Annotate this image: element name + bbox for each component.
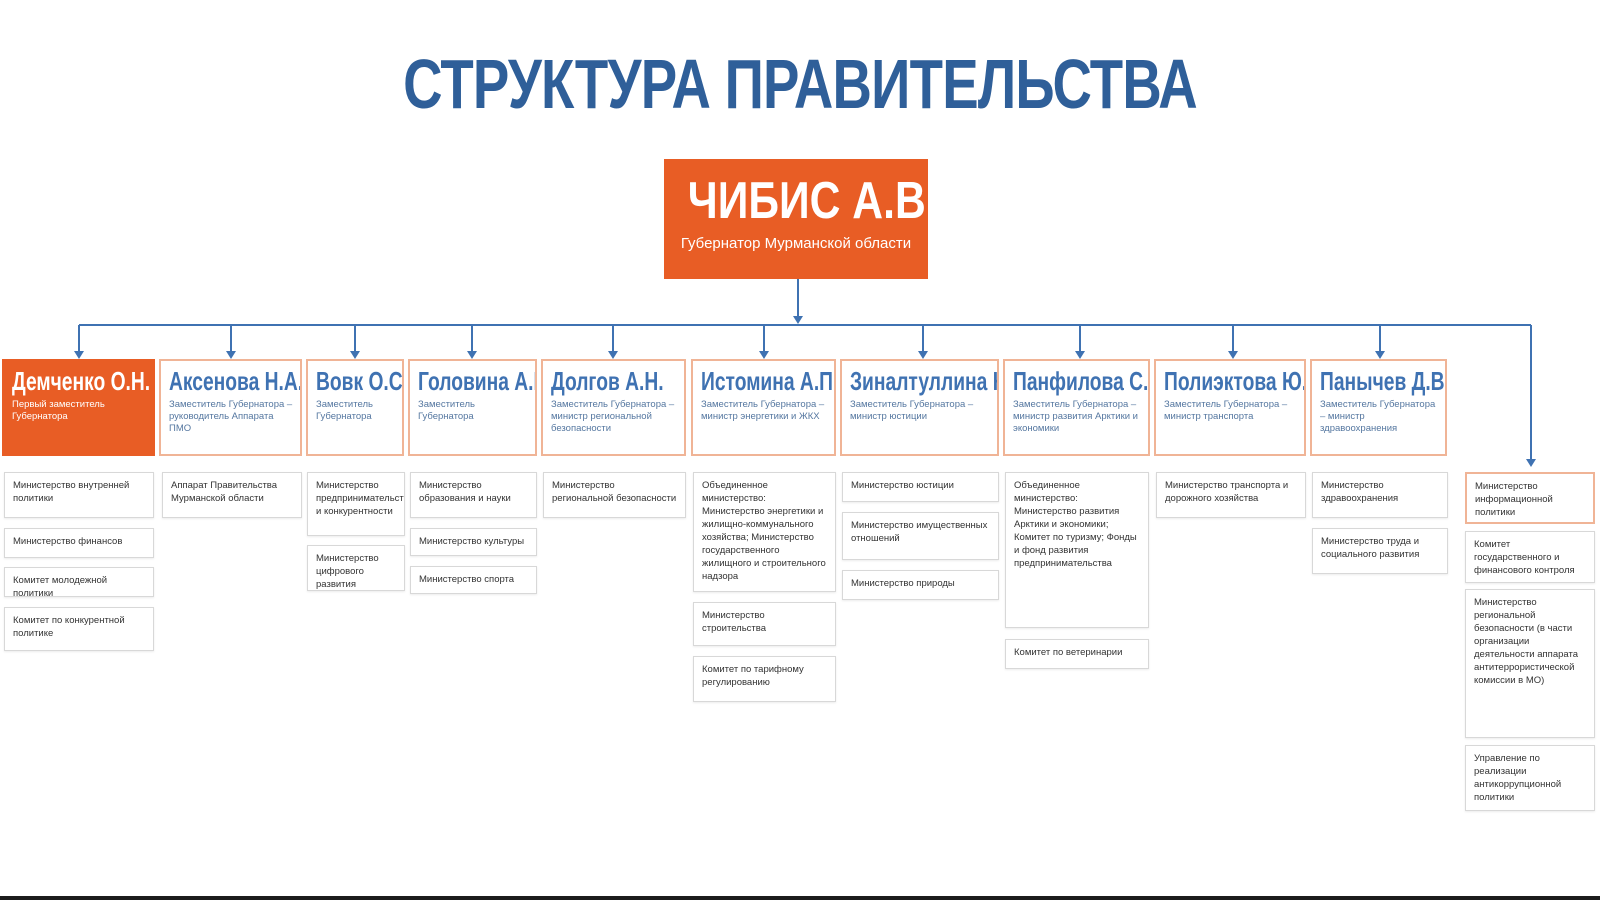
- drop-arrow-5: [759, 351, 769, 359]
- deputy-role: Заместитель Губернатора – руководитель А…: [169, 399, 293, 434]
- deputy-name: Зиналтуллина К.В.: [850, 366, 997, 396]
- deputy-role: Заместитель Губернатора – министр развит…: [1013, 399, 1138, 434]
- deputy-name: Аксенова Н.А.: [169, 366, 302, 396]
- sub-box: Министерство природы: [842, 570, 999, 600]
- deputy-name: Долгов А.Н.: [551, 366, 664, 396]
- drop-arrow-0: [74, 351, 84, 359]
- deputy-box-1: Аксенова Н.А. Заместитель Губернатора – …: [159, 359, 302, 456]
- deputy-role: Первый заместитель Губернатора: [12, 399, 105, 422]
- sub-box: Министерство строительства: [693, 602, 836, 646]
- sub-box: Объединенное министерство: Министерство …: [1005, 472, 1149, 628]
- deputy-box-7: Панфилова С.А. Заместитель Губернатора –…: [1003, 359, 1150, 456]
- deputy-box-0: Демченко О.Н. Первый заместитель Губерна…: [2, 359, 155, 456]
- sub-box: Министерство внутренней политики: [4, 472, 154, 518]
- sub-box: Министерство спорта: [410, 566, 537, 594]
- direct-sub-box: Министерство информационной политики: [1465, 472, 1595, 524]
- sub-box: Министерство имущественных отношений: [842, 512, 999, 560]
- deputy-name: Демченко О.Н.: [12, 366, 151, 396]
- sub-box: Министерство культуры: [410, 528, 537, 556]
- deputy-role: Заместитель Губернатора: [316, 399, 373, 422]
- deputy-box-4: Долгов А.Н. Заместитель Губернатора – ми…: [541, 359, 686, 456]
- governor-role: Губернатор Мурманской области: [680, 235, 912, 252]
- deputy-box-9: Панычев Д.В. Заместитель Губернатора – м…: [1310, 359, 1447, 456]
- deputy-role: Заместитель Губернатора – министр регион…: [551, 399, 675, 434]
- drop-arrow-2: [350, 351, 360, 359]
- direct-drop-arrow: [1526, 459, 1536, 467]
- deputy-role: Заместитель Губернатора: [418, 399, 475, 422]
- drop-arrow-1: [226, 351, 236, 359]
- drop-arrow-6: [918, 351, 928, 359]
- drop-arrow-7: [1075, 351, 1085, 359]
- sub-box: Комитет по конкурентной политике: [4, 607, 154, 651]
- direct-sub-box: Управление по реализации антикоррупционн…: [1465, 745, 1595, 811]
- deputy-box-2: Вовк О.С. Заместитель Губернатора: [306, 359, 404, 456]
- deputy-name: Истомина А.П.: [701, 366, 836, 396]
- direct-sub-box: Министерство региональной безопасности (…: [1465, 589, 1595, 738]
- governor-box: ЧИБИС А.В. Губернатор Мурманской области: [664, 159, 938, 279]
- sub-box: Министерство здравоохранения: [1312, 472, 1448, 518]
- deputy-role: Заместитель Губернатора – министр трансп…: [1164, 399, 1288, 422]
- deputy-name: Панычев Д.В.: [1320, 366, 1447, 396]
- drop-arrow-3: [467, 351, 477, 359]
- sub-box: Комитет молодежной политики: [4, 567, 154, 597]
- deputy-role: Заместитель Губернатора – министр энерге…: [701, 399, 825, 422]
- sub-box: Министерство предпринимательства и конку…: [307, 472, 405, 536]
- deputy-box-8: Полиэктова Ю.А. Заместитель Губернатора …: [1154, 359, 1306, 456]
- sub-box: Аппарат Правительства Мурманской области: [162, 472, 302, 518]
- deputy-name: Вовк О.С.: [316, 366, 404, 396]
- sub-box: Министерство транспорта и дорожного хозя…: [1156, 472, 1306, 518]
- deputy-box-3: Головина А.Г. Заместитель Губернатора: [408, 359, 537, 456]
- drop-arrow-8: [1228, 351, 1238, 359]
- deputy-box-5: Истомина А.П. Заместитель Губернатора – …: [691, 359, 836, 456]
- bottom-bar: [0, 896, 1600, 900]
- trunk-arrow: [793, 316, 803, 324]
- deputy-name: Полиэктова Ю.А.: [1164, 366, 1306, 396]
- deputy-name: Панфилова С.А.: [1013, 366, 1149, 396]
- sub-box: Министерство труда и социального развити…: [1312, 528, 1448, 574]
- deputy-role: Заместитель Губернатора – министр здраво…: [1320, 399, 1436, 434]
- sub-box: Объединенное министерство: Министерство …: [693, 472, 836, 592]
- sub-box: Комитет по ветеринарии: [1005, 639, 1149, 669]
- deputy-name: Головина А.Г.: [418, 366, 537, 396]
- governor-name: ЧИБИС А.В.: [687, 172, 938, 230]
- page-title: СТРУКТУРА ПРАВИТЕЛЬСТВА: [403, 45, 1198, 123]
- sub-box: Министерство образования и науки: [410, 472, 537, 518]
- sub-box: Комитет по тарифному регулированию: [693, 656, 836, 702]
- deputy-role: Заместитель Губернатора – министр юстици…: [850, 399, 974, 422]
- direct-sub-box: Комитет государственного и финансового к…: [1465, 531, 1595, 583]
- sub-box: Министерство юстиции: [842, 472, 999, 502]
- sub-box: Министерство региональной безопасности: [543, 472, 686, 518]
- deputy-box-6: Зиналтуллина К.В. Заместитель Губернатор…: [840, 359, 999, 456]
- drop-arrow-4: [608, 351, 618, 359]
- drop-arrow-9: [1375, 351, 1385, 359]
- sub-box: Министерство цифрового развития: [307, 545, 405, 591]
- sub-box: Министерство финансов: [4, 528, 154, 558]
